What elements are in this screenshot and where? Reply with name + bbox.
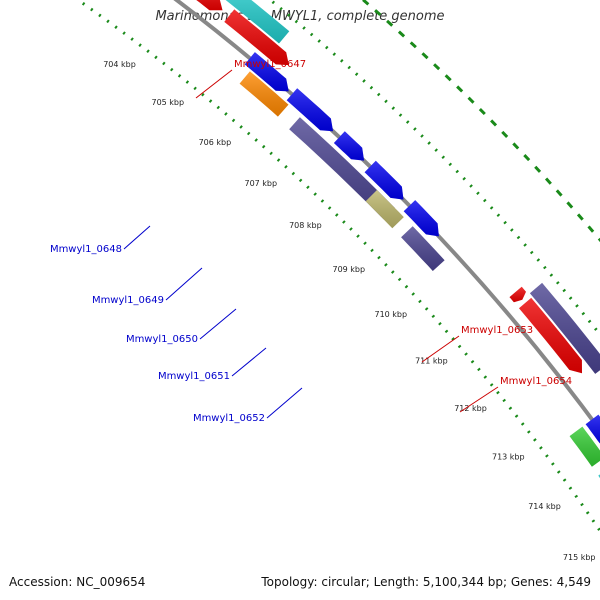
summary-text: Topology: circular; Length: 5,100,344 bp… xyxy=(261,575,591,589)
gene-leader-line xyxy=(266,387,303,419)
feature-red-e xyxy=(519,297,582,374)
gene-leader-line xyxy=(123,225,151,250)
gene-label: Mmwyl1_0654 xyxy=(500,376,572,387)
feature-cyan-b xyxy=(225,0,290,44)
gene-leader-line xyxy=(165,267,203,301)
kbp-tick-label: 711 kbp xyxy=(415,356,448,365)
inner-dotted-guide xyxy=(75,0,600,534)
gene-label: Mmwyl1_0650 xyxy=(126,334,198,345)
gene-features xyxy=(196,0,600,479)
outer-dotted-guide xyxy=(267,0,600,337)
guide-lines xyxy=(75,0,600,534)
kbp-tick-label: 714 kbp xyxy=(528,502,561,511)
feature-blue-e xyxy=(364,160,404,200)
feature-slate-c xyxy=(529,282,600,374)
kbp-tick-label: 706 kbp xyxy=(199,138,232,147)
kbp-tick-label: 705 kbp xyxy=(151,98,184,107)
gene-label: Mmwyl1_0647 xyxy=(234,59,306,70)
kbp-tick-label: 709 kbp xyxy=(332,265,365,274)
gene-leader-line xyxy=(459,386,499,413)
feature-blue-d xyxy=(333,131,365,161)
accession-text: Accession: NC_009654 xyxy=(9,575,146,589)
kbp-tick-label: 708 kbp xyxy=(289,221,322,230)
feature-blue-f xyxy=(403,200,439,237)
gene-leader-line xyxy=(231,347,267,377)
kbp-tick-label: 715 kbp xyxy=(563,553,596,562)
feature-blue-b xyxy=(244,52,289,92)
gene-label: Mmwyl1_0648 xyxy=(50,244,122,255)
gene-labels: Mmwyl1_0647Mmwyl1_0648Mmwyl1_0649Mmwyl1_… xyxy=(50,59,572,424)
outer-dashed-guide xyxy=(360,0,600,243)
feature-green xyxy=(569,426,600,467)
feature-blue-c xyxy=(286,88,334,132)
feature-red-d xyxy=(509,286,526,303)
gene-label: Mmwyl1_0653 xyxy=(461,325,533,336)
kbp-tick-label: 712 kbp xyxy=(454,404,487,413)
gene-leader-line xyxy=(421,335,460,363)
feature-slate-b xyxy=(401,226,445,271)
feature-blue-g xyxy=(585,414,600,444)
gene-leader-line xyxy=(199,308,237,340)
gene-label: Mmwyl1_0649 xyxy=(92,295,164,306)
gene-leader-line xyxy=(195,69,233,99)
backbone-line xyxy=(173,0,600,434)
kbp-tick-label: 707 kbp xyxy=(244,179,277,188)
kbp-tick-label: 713 kbp xyxy=(492,452,525,461)
feature-red-c xyxy=(224,9,289,66)
kbp-tick-label: 704 kbp xyxy=(103,60,136,69)
kbp-ticks: 704 kbp 705 kbp 706 kbp 707 kbp 708 kbp 709 k… xyxy=(103,60,595,562)
feature-slate-a xyxy=(289,117,395,220)
feature-khaki xyxy=(365,190,404,229)
genome-backbone xyxy=(173,0,600,434)
gene-label: Mmwyl1_0652 xyxy=(193,413,265,424)
feature-orange xyxy=(239,71,289,117)
gene-label: Mmwyl1_0651 xyxy=(158,371,230,382)
kbp-tick-label: 710 kbp xyxy=(374,310,407,319)
feature-red-b xyxy=(196,0,223,11)
